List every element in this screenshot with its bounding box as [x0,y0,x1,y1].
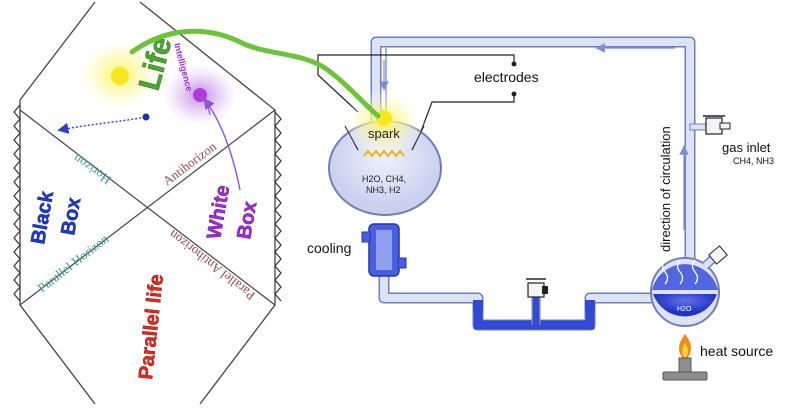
circulation-label: direction of circulation [658,126,673,252]
horizon-label: Horizon [70,151,114,188]
zigzag-boundary-right [274,111,282,302]
spark-dot [376,110,392,126]
connection-wire-green [129,28,381,119]
water-flask-label: H2O [677,306,692,313]
life-dot-yellow [111,67,129,85]
penrose-diagram: Life Intelligence Horizon Antihorizon Bl… [13,1,282,405]
flask-contents-line2: NH3, H2 [366,185,401,195]
blue-arrow-start-dot [142,113,150,121]
flask-stopper [708,245,728,265]
black-box-line2: Box [57,196,85,237]
cooling-label: cooling [307,240,351,256]
trap-stopcock [526,278,548,298]
antihorizon-line [19,109,276,306]
spark-zigzag [363,149,405,158]
blue-arrow-path [57,116,146,134]
black-box-line1: Black [27,189,58,246]
white-box-line1: White [203,183,234,240]
flask-contents-line1: H2O, CH4, [362,174,406,184]
gas-inlet-label: gas inlet [722,140,771,155]
purple-arrow-path [203,97,241,191]
heat-source-label: heat source [700,343,773,359]
spark-label: spark [368,126,400,141]
miller-urey-apparatus: electrodes spark H2O, CH4, NH3, H2 cooli… [307,36,774,381]
boiling-water [653,294,717,317]
gas-inlet-sub: CH4, NH3 [733,156,774,166]
purple-arrow-branch [206,101,211,116]
intelligence-dot-purple [193,88,207,102]
zigzag-boundary-left [13,104,21,302]
electrodes-label: electrodes [474,69,539,85]
gas-inlet-valve [689,115,731,135]
electrode-wire-left [317,54,515,113]
parallel-life-label: Parallel life [135,273,168,380]
white-box-line2: Box [233,200,261,241]
heat-source-burner [662,334,708,381]
antihorizon-label: Antihorizon [160,138,220,188]
